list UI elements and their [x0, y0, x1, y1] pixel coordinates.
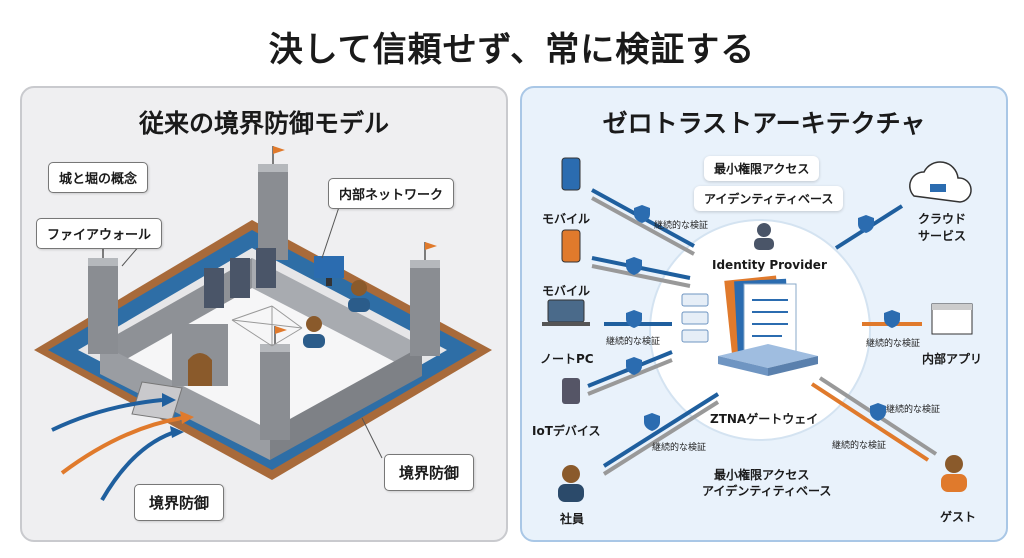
service-cloud: クラウド サービス: [918, 212, 967, 243]
zero-trust-panel: ゼロトラストアーキテクチャ: [520, 86, 1008, 542]
least-privilege-tag-top: 最小権限アクセス: [704, 156, 820, 181]
perimeter-defense-label-right: 境界防御: [384, 454, 475, 491]
firewall-label: ファイアウォール: [36, 218, 163, 249]
verify-label-6: 継続的な検証: [832, 441, 887, 451]
verify-label-4: 継続的な検証: [866, 339, 921, 349]
perimeter-model-panel: 従来の境界防御モデル: [20, 86, 508, 542]
identity-provider-label: Identity Provider: [712, 258, 827, 272]
identity-based-tag-top: アイデンティティベース: [694, 186, 844, 211]
device-mobile-2: モバイル: [542, 284, 591, 298]
service-internal-app: 内部アプリ: [922, 352, 983, 366]
perimeter-model-title: 従来の境界防御モデル: [138, 109, 389, 138]
internal-network-label: 内部ネットワーク: [328, 178, 455, 209]
device-iot: IoTデバイス: [532, 424, 601, 438]
zero-trust-diagram: [542, 157, 973, 502]
verify-label-3: 継続的な検証: [652, 443, 707, 453]
device-mobile-1: モバイル: [542, 212, 591, 226]
ztna-gateway-label: ZTNAゲートウェイ: [710, 412, 819, 426]
perimeter-defense-label-bottom: 境界防御: [134, 484, 225, 521]
castle-illustration: [34, 146, 492, 501]
page-title: 決して信頼せず、常に検証する: [268, 30, 756, 70]
castle-moat-concept-label: 城と堀の概念: [48, 162, 149, 193]
device-employee: 社員: [560, 512, 585, 526]
device-laptop: ノートPC: [540, 352, 594, 366]
identity-based-tag-bottom: アイデンティティベース: [702, 484, 832, 498]
verify-label-1: 継続的な検証: [654, 221, 709, 231]
device-guest: ゲスト: [940, 510, 977, 524]
zero-trust-title: ゼロトラストアーキテクチャ: [602, 109, 926, 138]
least-privilege-tag-bottom: 最小権限アクセス: [714, 468, 810, 482]
verify-label-5: 継続的な検証: [886, 405, 941, 415]
verify-label-2: 継続的な検証: [606, 337, 661, 347]
